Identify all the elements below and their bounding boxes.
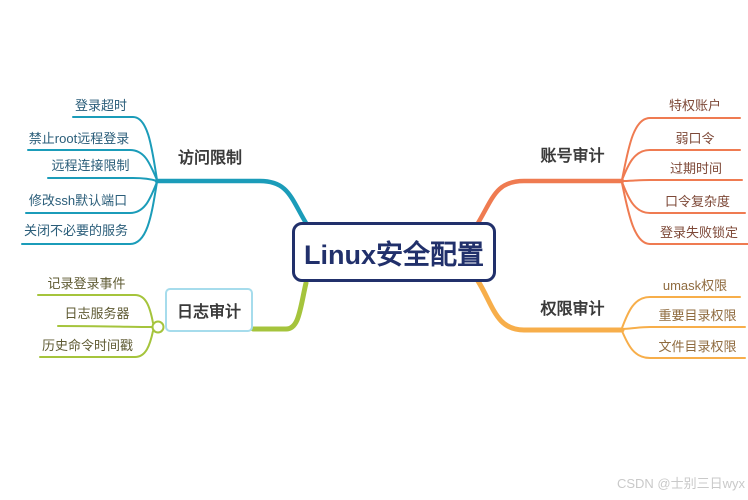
subtopic-line (621, 149, 741, 181)
branch-line (154, 178, 309, 226)
subtopic-line (72, 116, 158, 181)
subtopic-label[interactable]: 远程连接限制 (51, 158, 130, 173)
subtopic-line (25, 181, 158, 214)
subtopic-line (37, 294, 154, 324)
branch-topic-access-restriction[interactable]: 访问限制 (177, 150, 242, 167)
branch-line (475, 178, 625, 226)
subtopic-line (39, 330, 154, 358)
subtopic-line (621, 179, 743, 182)
subtopic-line (621, 326, 746, 330)
subtopic-label[interactable]: 关闭不必要的服务 (23, 223, 128, 238)
subtopic-label[interactable]: 重要目录权限 (658, 308, 737, 323)
subtopic-label[interactable]: 记录登录事件 (47, 276, 126, 291)
subtopic-line (27, 149, 158, 181)
central-topic[interactable]: Linux安全配置 (292, 222, 496, 282)
csdn-watermark: CSDN @士别三日wyx (616, 476, 745, 491)
subtopic-label[interactable]: 特权账户 (668, 98, 721, 113)
branch-topic-permission-audit[interactable]: 权限审计 (540, 301, 605, 318)
subtopic-line (621, 182, 748, 245)
branch-topic-log-audit[interactable]: 日志审计 (165, 288, 253, 332)
subtopic-label[interactable]: 口令复杂度 (664, 194, 730, 209)
subtopic-line (621, 296, 741, 329)
subtopic-label[interactable]: 禁止root远程登录 (28, 131, 130, 146)
subtopic-line (621, 181, 746, 214)
subtopic-label[interactable]: 日志服务器 (64, 306, 130, 321)
subtopic-label[interactable]: 修改ssh默认端口 (28, 193, 128, 208)
branch-line (250, 280, 309, 332)
subtopic-line (47, 177, 158, 182)
subtopic-line (621, 117, 741, 181)
subtopic-label[interactable]: 登录失败锁定 (659, 225, 738, 240)
branch-line (475, 278, 625, 333)
subtopic-line (21, 181, 158, 245)
subtopic-line (57, 325, 153, 328)
collapse-toggle[interactable] (151, 320, 165, 334)
subtopic-label[interactable]: 过期时间 (669, 161, 722, 176)
subtopic-line (621, 330, 746, 359)
branch-topic-account-audit[interactable]: 账号审计 (540, 148, 605, 165)
subtopic-label[interactable]: umask权限 (662, 278, 728, 293)
subtopic-label[interactable]: 文件目录权限 (658, 339, 737, 354)
subtopic-label[interactable]: 弱口令 (675, 131, 715, 146)
subtopic-label[interactable]: 历史命令时间戳 (41, 338, 133, 353)
subtopic-label[interactable]: 登录超时 (74, 98, 127, 113)
